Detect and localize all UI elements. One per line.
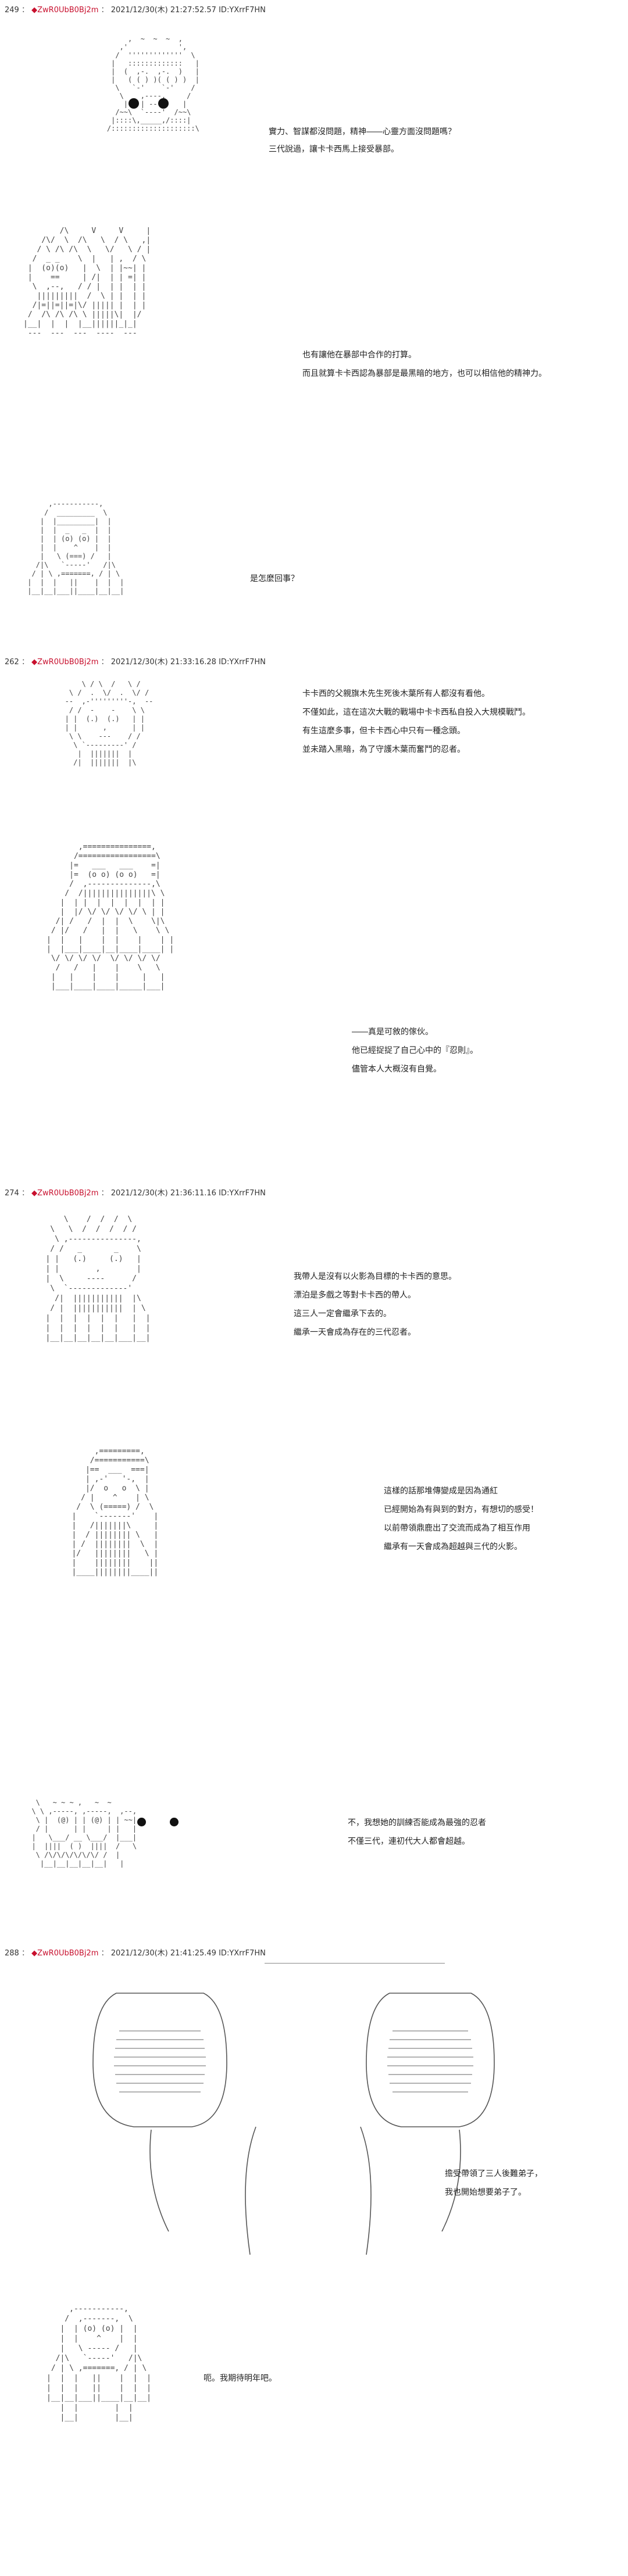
dialogue-line: 這三人一定會繼承下去的。 [294, 1309, 391, 1319]
nose-line-right [360, 2126, 372, 2255]
post-id: ID:YXrrF7HN [219, 6, 266, 15]
ascii-art-figure: \ / \ / \ / \ / . \/ . \/ / -- ,-'''''''… [65, 680, 154, 766]
left-goggle [92, 1993, 227, 2127]
separator: ： [101, 658, 109, 667]
dialogue-line: 呃。我期待明年吧。 [204, 2374, 277, 2383]
post-date: 2021/12/30(木) 21:41:25.49 [110, 1949, 216, 1958]
poster-name[interactable]: ◆ZwR0UbB0Bj2m [31, 1949, 99, 1958]
eye-mark [137, 1818, 146, 1826]
ascii-art-figure: \ / / / \ \ \ / / / / / \ ,-------------… [45, 1215, 151, 1342]
dialogue-line: 而且就算卡卡西認為暴部是最黑暗的地方，也可以相信他的精神力。 [302, 369, 547, 378]
ascii-art-figure: ,-----------, / ,-------, \ | | (o) (o) … [47, 2305, 152, 2422]
post-date: 2021/12/30(木) 21:36:11.16 [110, 1189, 216, 1198]
separator: ： [101, 1949, 109, 1958]
post-id: ID:YXrrF7HN [219, 1949, 266, 1958]
dialogue-line: 他已經捉捉了自己心中的『忍則』。 [352, 1046, 478, 1055]
separator: ： [21, 6, 29, 15]
ascii-art-figure: ,=========, /===========\ |== ___ ===| |… [72, 1447, 159, 1577]
dialogue-line: 不僅三代，連初代大人都會超越。 [348, 1837, 470, 1846]
dialogue-line: 繼承一天會成為存在的三代忍者。 [294, 1328, 416, 1337]
dialogue-line: 這樣的話那堆傳變成是因為通紅 [384, 1486, 498, 1496]
post-header: 249 ： ◆ZwR0UbB0Bj2m ： 2021/12/30(木) 21:2… [5, 3, 266, 15]
dialogue-line: 儘管本人大概沒有自覺。 [352, 1065, 441, 1074]
right-goggle [366, 1993, 495, 2127]
post-date: 2021/12/30(木) 21:33:16.28 [110, 658, 216, 667]
dialogue-line: 三代說過，讓卡卡西馬上接受暴部。 [269, 145, 399, 154]
post-header: 288 ： ◆ZwR0UbB0Bj2m ： 2021/12/30(木) 21:4… [5, 1947, 266, 1958]
separator: ： [21, 658, 29, 667]
separator: ： [21, 1949, 29, 1958]
dialogue-line: 我帶人是沒有以火影為目標的卡卡西的意思。 [294, 1272, 456, 1281]
ascii-art-figure: , ~ ~ ~ , ,' ', / ''''''''''''' \ | ::::… [106, 35, 199, 132]
dialogue-line: 擔受帶領了三人後難弟子， [445, 2169, 543, 2179]
ascii-art-figure: \ ~ ~ ~ , ~ ~ \ \ ,-----, ,-----, ,--, \… [31, 1798, 137, 1868]
post-number: 288 [5, 1949, 19, 1958]
dialogue-line: 卡卡西的父親旗木先生死後木葉所有人都沒有看他。 [302, 689, 490, 698]
post-id: ID:YXrrF7HN [219, 658, 266, 667]
poster-name[interactable]: ◆ZwR0UbB0Bj2m [31, 1189, 99, 1198]
cheek-right [441, 2129, 461, 2232]
eye-mark [158, 98, 169, 109]
dialogue-line: 也有讓他在暴部中合作的打算。 [302, 350, 416, 360]
dialogue-line: 不僅如此，這在這次大戰的戰場中卡卡西私自投入大規模戰鬥。 [302, 708, 530, 717]
dialogue-line: 已經開始為有與到的對方，有想切的感受！ [384, 1505, 538, 1514]
dialogue-line: 漂泊是多戲之等對卡卡西的帶人。 [294, 1291, 416, 1300]
separator: ： [21, 1189, 29, 1198]
post-header: 274 ： ◆ZwR0UbB0Bj2m ： 2021/12/30(木) 21:3… [5, 1187, 266, 1198]
closeup-face-outline [92, 1993, 495, 2255]
dialogue-line: 有生這麼多事，但卡卡西心中只有一種念頭。 [302, 726, 465, 736]
post-number: 262 [5, 658, 19, 667]
separator: ： [101, 1189, 109, 1198]
post-id: ID:YXrrF7HN [219, 1189, 266, 1198]
post-number: 249 [5, 6, 19, 15]
ascii-art-figure: ,===============, /=================\ |=… [47, 843, 174, 991]
ascii-art-figure: /\ V V | /\/ \ /\ \ / \ ,| / \ /\ /\ \ \… [23, 227, 151, 338]
post-header: 262 ： ◆ZwR0UbB0Bj2m ： 2021/12/30(木) 21:3… [5, 655, 266, 667]
eye-mark [170, 1818, 179, 1826]
dialogue-line: 實力、智謀都沒問題，精神――心靈方面沒問題嗎？ [269, 127, 456, 137]
poster-name[interactable]: ◆ZwR0UbB0Bj2m [31, 6, 99, 15]
dialogue-line: 是怎麼回事？ [250, 574, 299, 583]
nose-line-left [245, 2126, 256, 2255]
dialogue-line: 我也開始想要弟子了。 [445, 2188, 526, 2197]
eye-mark [129, 98, 139, 109]
separator: ： [101, 6, 109, 15]
ascii-art-figure: ,-----------, / _________ \ | |_________… [27, 500, 124, 595]
dialogue-line: 以前帶領鼎鹿出了交流而成為了相互作用 [384, 1524, 530, 1533]
post-date: 2021/12/30(木) 21:27:52.57 [110, 6, 216, 15]
dialogue-line: 繼承有一天會成為超越與三代的火影。 [384, 1542, 522, 1552]
post-number: 274 [5, 1189, 19, 1198]
dialogue-line: 並未踏入黑暗，為了守護木葉而奮鬥的忍者。 [302, 745, 465, 754]
poster-name[interactable]: ◆ZwR0UbB0Bj2m [31, 658, 99, 667]
cheek-left [149, 2129, 169, 2232]
divider [265, 1963, 445, 1964]
dialogue-line: 不，我想她的訓練否能成為最強的忍者 [348, 1818, 486, 1828]
dialogue-line: ――真是可敘的傢伙。 [352, 1027, 433, 1037]
